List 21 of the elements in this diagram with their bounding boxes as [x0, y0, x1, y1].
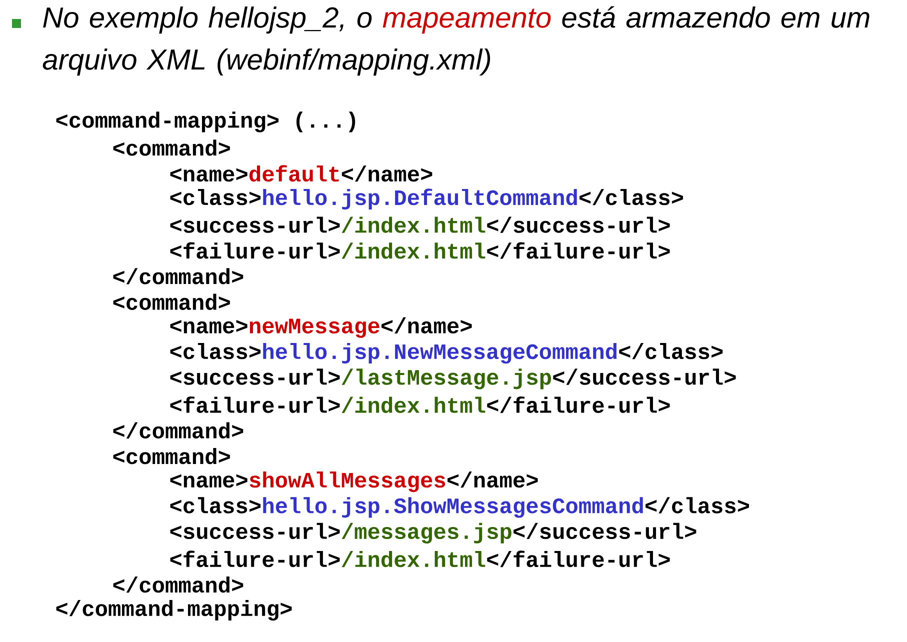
- code-line: </command>: [113, 576, 244, 593]
- code-line: <class>hello.jsp.DefaultCommand</class>: [170, 188, 683, 210]
- code-line: </command>: [113, 268, 244, 284]
- code-line: <command>: [113, 294, 230, 310]
- code-line: </command>: [113, 422, 244, 438]
- code-line: <failure-url>/index.html</failure-url>: [170, 242, 670, 259]
- code-line: <class>hello.jsp.NewMessageCommand</class>: [170, 342, 723, 364]
- code-line: <command>: [113, 448, 230, 464]
- code-line: <name>default</name>: [170, 165, 432, 182]
- code-line: <success-url>/messages.jsp</success-url>: [170, 522, 696, 544]
- code-line: <success-url>/index.html</success-url>: [170, 216, 670, 233]
- code-line: <name>showAllMessages</name>: [170, 471, 538, 492]
- code-line: <failure-url>/index.html</failure-url>: [170, 550, 670, 568]
- code-line: <failure-url>/index.html</failure-url>: [170, 396, 670, 413]
- code-line: </command-mapping>: [56, 600, 292, 621]
- code-line: <class>hello.jsp.ShowMessagesCommand</class>: [170, 497, 749, 518]
- code-line: <command-mapping> (...): [56, 112, 356, 132]
- code-line: <success-url>/lastMessage.jsp</success-url>: [170, 368, 736, 390]
- code-line: <command>: [113, 140, 230, 156]
- bullet-text: No exemplo hellojsp_2, o mapeamento está armazendo em um arquivo XML (webinf/mapping.xml): [42, 6, 870, 76]
- code-line: <name>newMessage</name>: [170, 317, 472, 338]
